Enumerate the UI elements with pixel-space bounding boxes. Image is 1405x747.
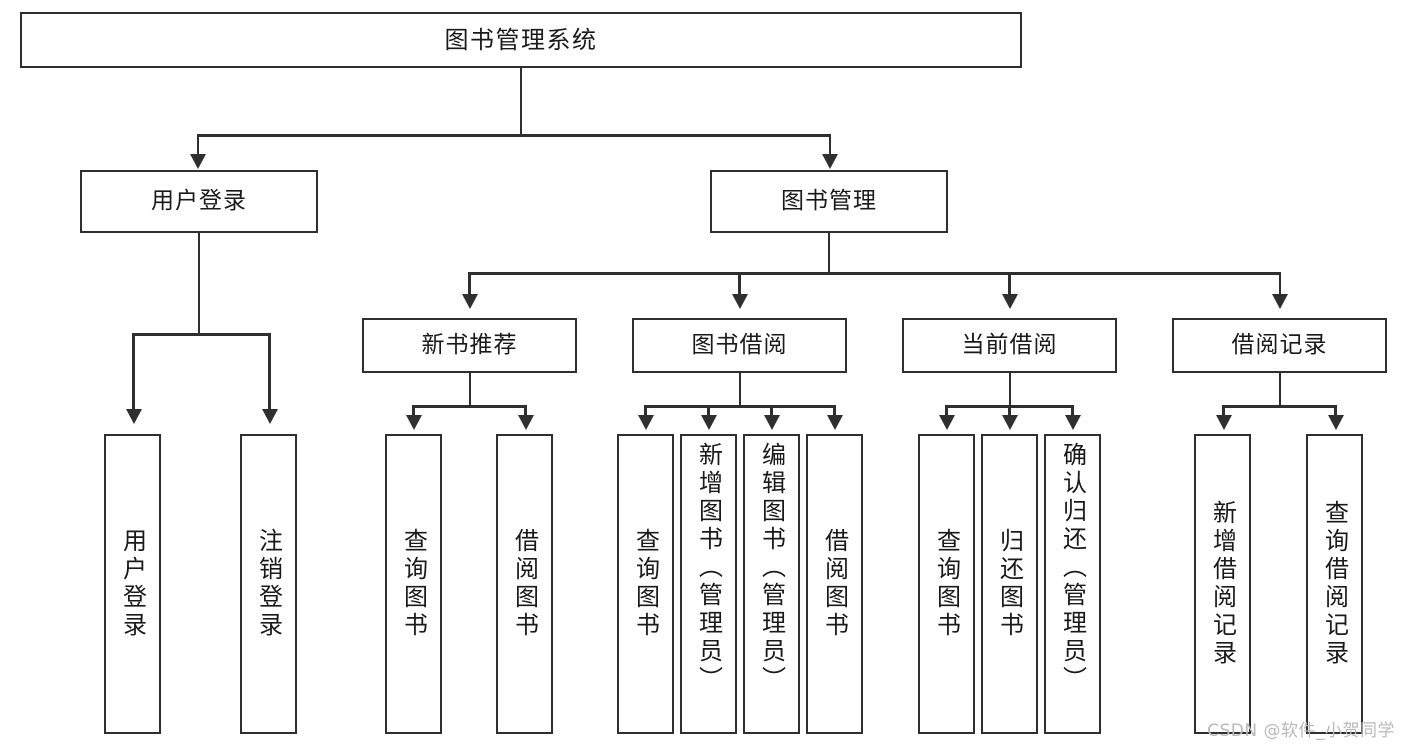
edge-level2-bus xyxy=(469,272,1281,275)
leaf-current-borrow-return[interactable]: 归还图书 xyxy=(981,434,1038,734)
edge-to-user-login xyxy=(196,134,199,156)
leaf-user-login-signin[interactable]: 用户登录 xyxy=(104,434,161,734)
arrowhead-book-borrow xyxy=(731,294,748,309)
edge-new-book-child-0 xyxy=(412,405,415,417)
leaf-borrow-record-add[interactable]: 新增借阅记录 xyxy=(1194,434,1251,734)
edge-current-borrow-child-1 xyxy=(1008,405,1011,417)
node-label: 借阅记录 xyxy=(1231,331,1328,358)
leaf-borrow-record-query[interactable]: 查询借阅记录 xyxy=(1306,434,1363,734)
node-label: 借阅图书 xyxy=(820,528,849,640)
edge-book-borrow-stem xyxy=(738,373,741,407)
edge-user-login-bus xyxy=(133,333,270,336)
node-label: 用户登录 xyxy=(118,528,147,640)
node-new-book-recommend[interactable]: 新书推荐 xyxy=(362,318,577,373)
edge-borrow-record-bus xyxy=(1223,405,1336,408)
arrowhead-borrow-record-child-0 xyxy=(1215,415,1232,430)
arrowhead-borrow-record-child-1 xyxy=(1327,415,1344,430)
node-borrow-record[interactable]: 借阅记录 xyxy=(1172,318,1387,373)
edge-book-borrow-child-0 xyxy=(644,405,647,417)
arrowhead-current-borrow xyxy=(1001,294,1018,309)
leaf-book-borrow-add[interactable]: 新增图书（管理员） xyxy=(680,434,737,734)
arrowhead-current-borrow-child-0 xyxy=(938,415,955,430)
leaf-new-book-query[interactable]: 查询图书 xyxy=(385,434,442,734)
node-book-management[interactable]: 图书管理 xyxy=(710,170,948,233)
node-label: 当前借阅 xyxy=(961,331,1058,358)
edge-book-borrow-child-2 xyxy=(770,405,773,417)
node-label: 查询图书 xyxy=(631,528,660,640)
edge-current-borrow-stem xyxy=(1008,373,1011,407)
leaf-current-borrow-confirm[interactable]: 确认归还（管理员） xyxy=(1044,434,1101,734)
arrowhead-new-book xyxy=(461,294,478,309)
arrowhead-user-login-child-0 xyxy=(125,409,142,424)
arrowhead-book-manage xyxy=(822,154,838,169)
edge-to-book-borrow xyxy=(738,272,741,296)
arrowhead-current-borrow-child-2 xyxy=(1064,415,1081,430)
edge-book-borrow-child-1 xyxy=(707,405,710,417)
edge-to-borrow-record xyxy=(1278,272,1281,296)
leaf-book-borrow-lend[interactable]: 借阅图书 xyxy=(806,434,863,734)
edge-new-book-stem xyxy=(468,373,471,407)
arrowhead-user-login-child-1 xyxy=(261,409,278,424)
edge-book-manage-stem xyxy=(827,233,830,274)
arrowhead-borrow-record xyxy=(1272,294,1288,309)
node-label: 注销登录 xyxy=(254,528,283,640)
edge-user-login-stem xyxy=(197,233,200,335)
node-label: 确认归还（管理员） xyxy=(1058,442,1087,694)
leaf-book-borrow-edit[interactable]: 编辑图书（管理员） xyxy=(743,434,800,734)
edge-user-login-child-1 xyxy=(268,333,271,411)
arrowhead-book-borrow-child-2 xyxy=(763,415,780,430)
node-label: 归还图书 xyxy=(995,528,1024,640)
leaf-current-borrow-query[interactable]: 查询图书 xyxy=(918,434,975,734)
node-label: 查询借阅记录 xyxy=(1320,500,1349,668)
node-book-borrow[interactable]: 图书借阅 xyxy=(632,318,847,373)
node-user-login[interactable]: 用户登录 xyxy=(80,170,318,233)
node-label: 用户登录 xyxy=(151,187,247,214)
edge-current-borrow-child-0 xyxy=(945,405,948,417)
node-label: 查询图书 xyxy=(399,528,428,640)
arrowhead-new-book-child-1 xyxy=(517,415,534,430)
arrowhead-current-borrow-child-1 xyxy=(1001,415,1018,430)
arrowhead-book-borrow-child-1 xyxy=(700,415,717,430)
node-label: 编辑图书（管理员） xyxy=(757,442,786,694)
node-label: 新增图书（管理员） xyxy=(694,442,723,694)
node-label: 图书借阅 xyxy=(691,331,788,358)
edge-borrow-record-stem xyxy=(1278,373,1281,407)
edge-current-borrow-child-2 xyxy=(1071,405,1074,417)
node-label: 新增借阅记录 xyxy=(1208,500,1237,668)
edge-new-book-child-1 xyxy=(524,405,527,417)
edge-book-borrow-child-3 xyxy=(833,405,836,417)
arrowhead-book-borrow-child-3 xyxy=(826,415,843,430)
leaf-book-borrow-query[interactable]: 查询图书 xyxy=(617,434,674,734)
node-root-system[interactable]: 图书管理系统 xyxy=(20,12,1022,68)
edge-root-stem xyxy=(519,68,522,136)
leaf-user-login-signout[interactable]: 注销登录 xyxy=(240,434,297,734)
arrowhead-book-borrow-child-0 xyxy=(637,415,654,430)
arrowhead-new-book-child-0 xyxy=(405,415,422,430)
node-label: 借阅图书 xyxy=(510,528,539,640)
edge-to-new-book xyxy=(468,272,471,296)
edge-level1-bus xyxy=(197,134,831,137)
edge-new-book-bus xyxy=(413,405,526,408)
node-current-borrow[interactable]: 当前借阅 xyxy=(902,318,1117,373)
arrowhead-user-login xyxy=(190,154,206,169)
edge-to-current-borrow xyxy=(1008,272,1011,296)
node-label: 图书管理 xyxy=(781,187,877,214)
edge-user-login-child-0 xyxy=(132,333,135,411)
edge-borrow-record-child-1 xyxy=(1334,405,1337,417)
node-label: 新书推荐 xyxy=(421,331,518,358)
edge-book-borrow-bus xyxy=(645,405,833,408)
node-label: 查询图书 xyxy=(932,528,961,640)
leaf-new-book-borrow[interactable]: 借阅图书 xyxy=(496,434,553,734)
edge-to-book-manage xyxy=(828,134,831,156)
node-label: 图书管理系统 xyxy=(444,25,598,54)
edge-borrow-record-child-0 xyxy=(1222,405,1225,417)
